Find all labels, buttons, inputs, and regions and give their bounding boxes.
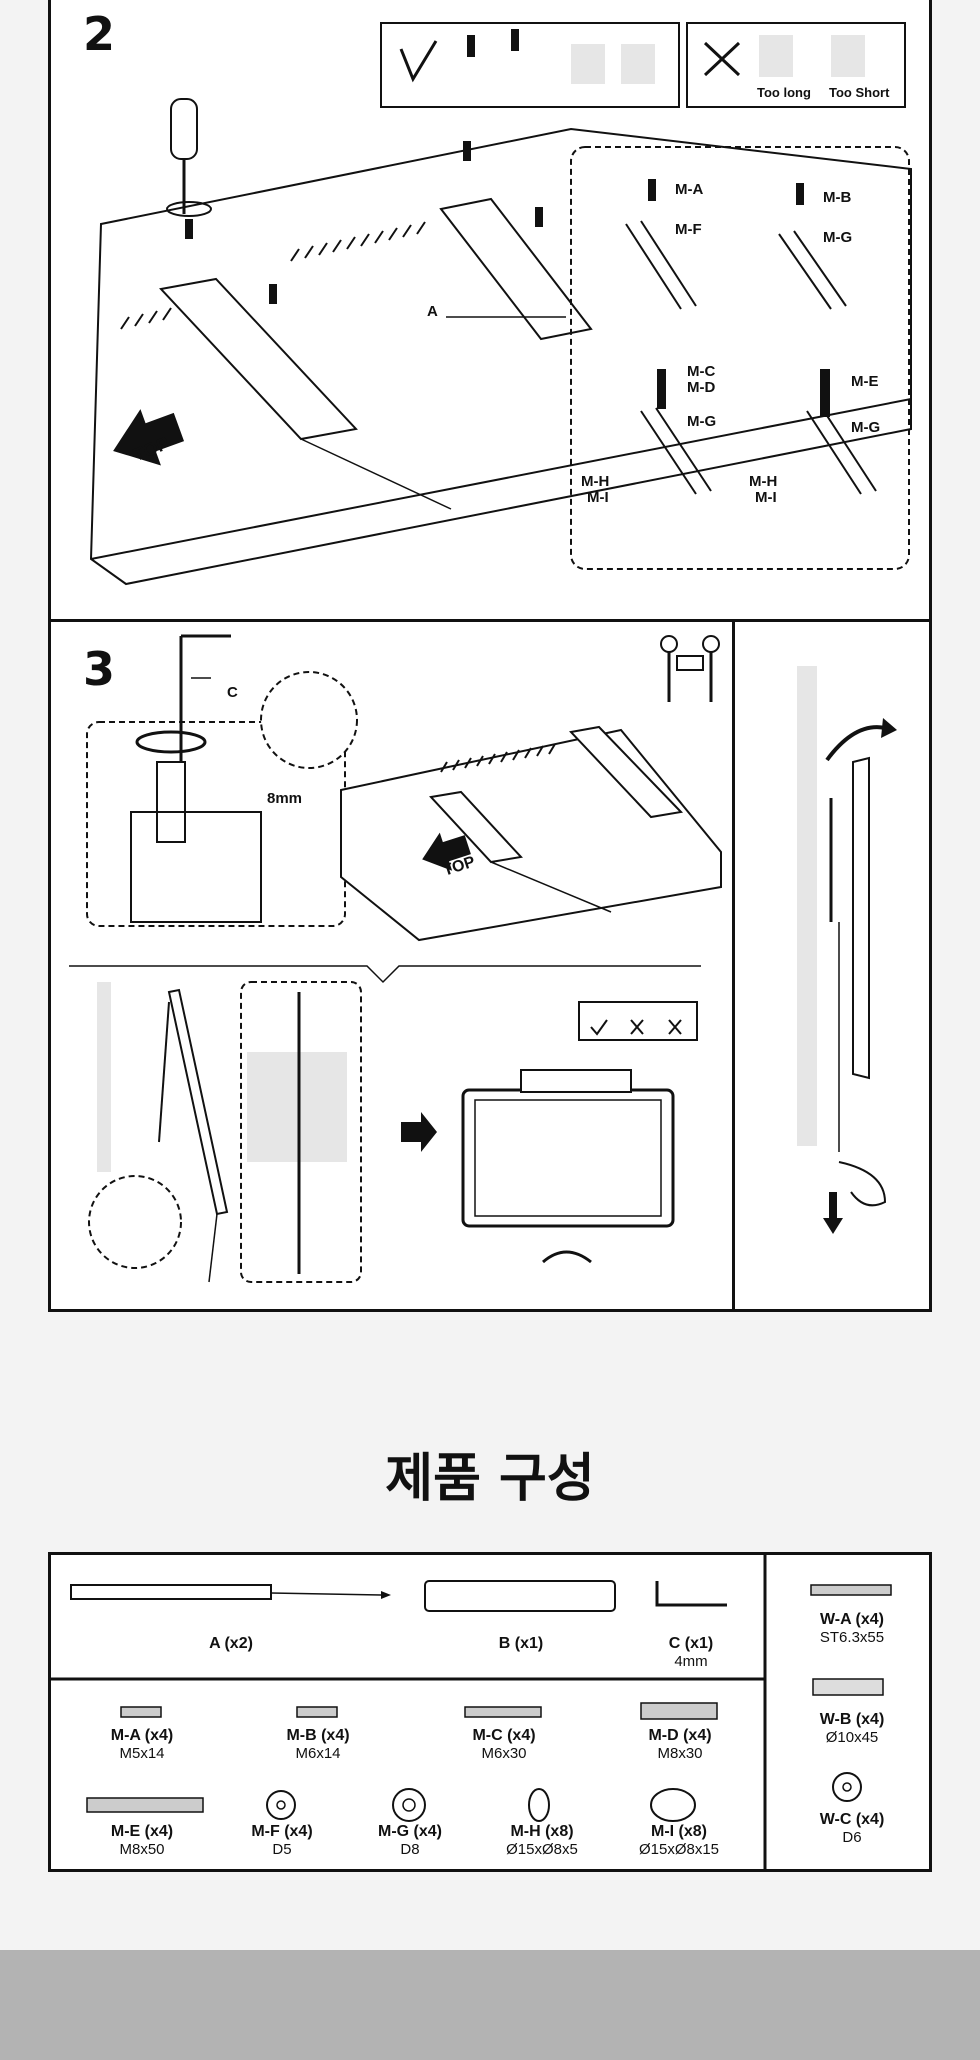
label-too-short: Too Short bbox=[829, 85, 890, 100]
step-2-panel: 2 Too long Too Short TOP A M-A M-F M-B M… bbox=[48, 0, 932, 622]
component-m-f: M-F (x4) D5 bbox=[251, 1823, 313, 1858]
component-b: B (x1) bbox=[498, 1635, 544, 1652]
step-3-number: 3 bbox=[83, 642, 116, 696]
component-m-h: M-H (x8) Ø15xØ8x5 bbox=[506, 1823, 578, 1858]
label-m-g-3: M-G bbox=[851, 419, 881, 436]
label-m-h-2: M-H bbox=[749, 473, 778, 490]
footer-band bbox=[0, 1950, 980, 2060]
components-heading: 제품 구성 bbox=[385, 1449, 595, 1509]
step-3-illustration bbox=[69, 634, 722, 1283]
component-m-e: M-E (x4) M8x50 bbox=[110, 1823, 174, 1858]
step-2-number: 2 bbox=[83, 7, 116, 61]
label-m-e: M-E bbox=[851, 373, 879, 390]
component-w-a: W-A (x4) ST6.3x55 bbox=[819, 1611, 885, 1646]
label-too-long: Too long bbox=[757, 85, 811, 100]
label-bracket-a: A bbox=[427, 303, 438, 320]
label-gap-8mm: 8mm bbox=[267, 790, 303, 807]
label-m-i-1: M-I bbox=[587, 489, 609, 506]
label-m-h-1: M-H bbox=[581, 473, 610, 490]
component-m-c: M-C (x4) M6x30 bbox=[472, 1727, 536, 1762]
components-illustration bbox=[51, 1555, 892, 1869]
component-a: A (x2) bbox=[209, 1635, 253, 1652]
label-m-c: M-C bbox=[687, 363, 716, 380]
step-2-illustration bbox=[89, 22, 912, 586]
tilt-illustration bbox=[797, 666, 897, 1234]
label-hex-key-c: C bbox=[227, 684, 238, 701]
component-m-a: M-A (x4) M5x14 bbox=[110, 1727, 174, 1762]
component-m-g: M-G (x4) D8 bbox=[378, 1823, 442, 1858]
components-table: A (x2) B (x1) C (x1) 4mm W-A (x4) ST6.3x… bbox=[48, 1552, 932, 1872]
label-m-g-2: M-G bbox=[687, 413, 717, 430]
label-m-g-1: M-G bbox=[823, 229, 853, 246]
component-m-b: M-B (x4) M6x14 bbox=[286, 1727, 350, 1762]
label-m-d: M-D bbox=[687, 379, 716, 396]
component-m-d: M-D (x4) M8x30 bbox=[648, 1727, 712, 1762]
component-w-b: W-B (x4) Ø10x45 bbox=[819, 1711, 885, 1746]
step-tilt-panel bbox=[732, 619, 932, 1312]
step-3-panel: 3 C 8mm TOP bbox=[48, 619, 735, 1312]
label-m-b: M-B bbox=[823, 189, 852, 206]
label-m-i-2: M-I bbox=[755, 489, 777, 506]
component-w-c: W-C (x4) D6 bbox=[819, 1811, 885, 1846]
component-c: C (x1) 4mm bbox=[668, 1635, 714, 1670]
label-m-f: M-F bbox=[675, 221, 702, 238]
label-m-a: M-A bbox=[675, 181, 704, 198]
component-m-i: M-I (x8) Ø15xØ8x15 bbox=[638, 1823, 720, 1858]
